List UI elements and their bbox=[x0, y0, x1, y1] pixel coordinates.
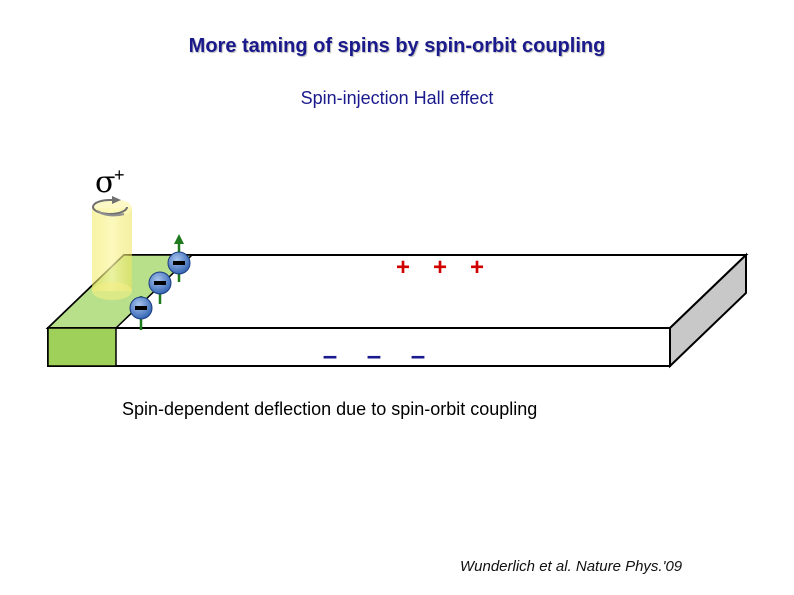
positive-charge: + bbox=[396, 254, 410, 281]
positive-charge: + bbox=[433, 254, 447, 281]
negative-charge: – bbox=[367, 340, 381, 370]
electron-3 bbox=[167, 234, 191, 282]
sigma-symbol: σ bbox=[95, 165, 115, 200]
circular-polarization-icon bbox=[92, 196, 128, 217]
electron-2 bbox=[148, 271, 172, 304]
diagram-caption: Spin-dependent deflection due to spin-or… bbox=[122, 399, 538, 419]
slide-title: More taming of spins by spin-orbit coupl… bbox=[188, 35, 606, 57]
sigma-superscript: + bbox=[114, 165, 125, 185]
positive-charge: + bbox=[470, 254, 484, 281]
slide-subtitle: Spin-injection Hall effect bbox=[300, 88, 494, 108]
citation: Wunderlich et al. Nature Phys.'09 bbox=[460, 558, 683, 575]
electron-1 bbox=[129, 296, 153, 330]
negative-charge: – bbox=[323, 340, 337, 370]
negative-charge: – bbox=[411, 340, 425, 370]
light-beam bbox=[92, 199, 132, 300]
slab-front-face bbox=[47, 327, 671, 367]
injection-region-front bbox=[47, 327, 117, 367]
